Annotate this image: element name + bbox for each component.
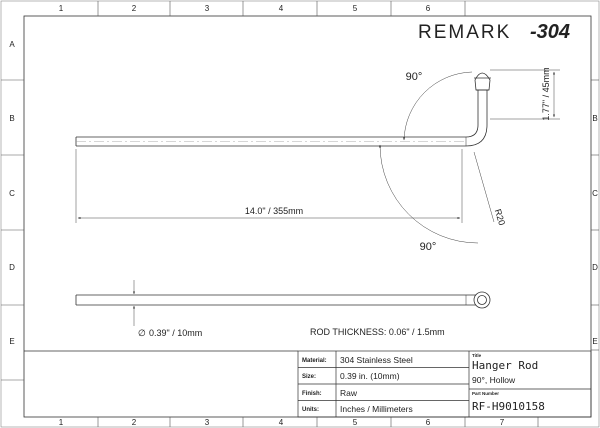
part-title: Hanger Rod <box>472 359 538 372</box>
grid-col-label: 6 <box>426 4 431 13</box>
grid-col-label: 6 <box>426 418 431 427</box>
rod-side-view <box>75 72 491 147</box>
angle-bottom-label: 90° <box>420 241 437 253</box>
part-subtitle: 90°, Hollow <box>472 375 516 385</box>
angle-top-label: 90° <box>406 71 423 83</box>
grid-col-label: 2 <box>132 4 137 13</box>
angle-arc-bottom <box>378 144 479 244</box>
title-block <box>297 350 592 418</box>
brand-suffix: -304 <box>530 21 570 43</box>
diameter-symbol: ∅ <box>138 328 146 338</box>
grid-row-label: D <box>9 263 15 272</box>
angle-arc-top <box>403 71 473 141</box>
size-value: 0.39 in. (10mm) <box>340 371 400 381</box>
finish-label: Finish: <box>302 391 322 397</box>
size-label: Size: <box>302 374 316 380</box>
length-dimension-label: 14.0" / 355mm <box>245 206 303 216</box>
grid-row-label: D <box>592 263 598 272</box>
grid-row-label: E <box>9 337 14 346</box>
material-label: Material: <box>302 358 327 364</box>
rod-thickness-note: ROD THICKNESS: 0.06" / 1.5mm <box>310 327 445 337</box>
inner-border <box>23 15 592 418</box>
grid-col-label: 3 <box>205 4 210 13</box>
grid-row-label: C <box>9 189 15 198</box>
units-label: Units: <box>302 407 319 413</box>
grid-row-label: A <box>9 40 15 49</box>
brand-name: REMARK <box>418 22 511 43</box>
units-value: Inches / Millimeters <box>340 404 413 414</box>
radius-label: R20 <box>493 208 507 227</box>
part-number: RF-H9010158 <box>472 400 545 413</box>
height-dimension <box>490 69 560 120</box>
grid-col-label: 4 <box>279 4 284 13</box>
radius-leader <box>473 151 495 223</box>
grid-col-label: 5 <box>353 4 358 13</box>
grid-row-label: B <box>9 114 14 123</box>
grid-row-label: E <box>592 337 597 346</box>
grid-col-label: 1 <box>59 4 64 13</box>
part-number-caption: Part Number <box>472 391 499 396</box>
grid-col-label: 3 <box>205 418 210 427</box>
grid-col-label: 5 <box>353 418 358 427</box>
grid-col-label: 2 <box>132 418 137 427</box>
diameter-label: 0.39" / 10mm <box>149 328 202 338</box>
grid-col-label: 7 <box>500 418 505 427</box>
length-dimension <box>75 149 463 223</box>
brand-logo: REMARK -304 <box>418 21 570 43</box>
rod-top-view <box>75 291 491 309</box>
finish-value: Raw <box>340 388 358 398</box>
grid-row-label: C <box>592 189 598 198</box>
material-value: 304 Stainless Steel <box>340 355 413 365</box>
grid-row-label: B <box>592 114 597 123</box>
grid-col-label: 4 <box>279 418 284 427</box>
height-dimension-label: 1.77" / 45mm <box>541 67 551 120</box>
grid-col-label: 1 <box>59 418 64 427</box>
title-caption: Title <box>472 353 482 358</box>
